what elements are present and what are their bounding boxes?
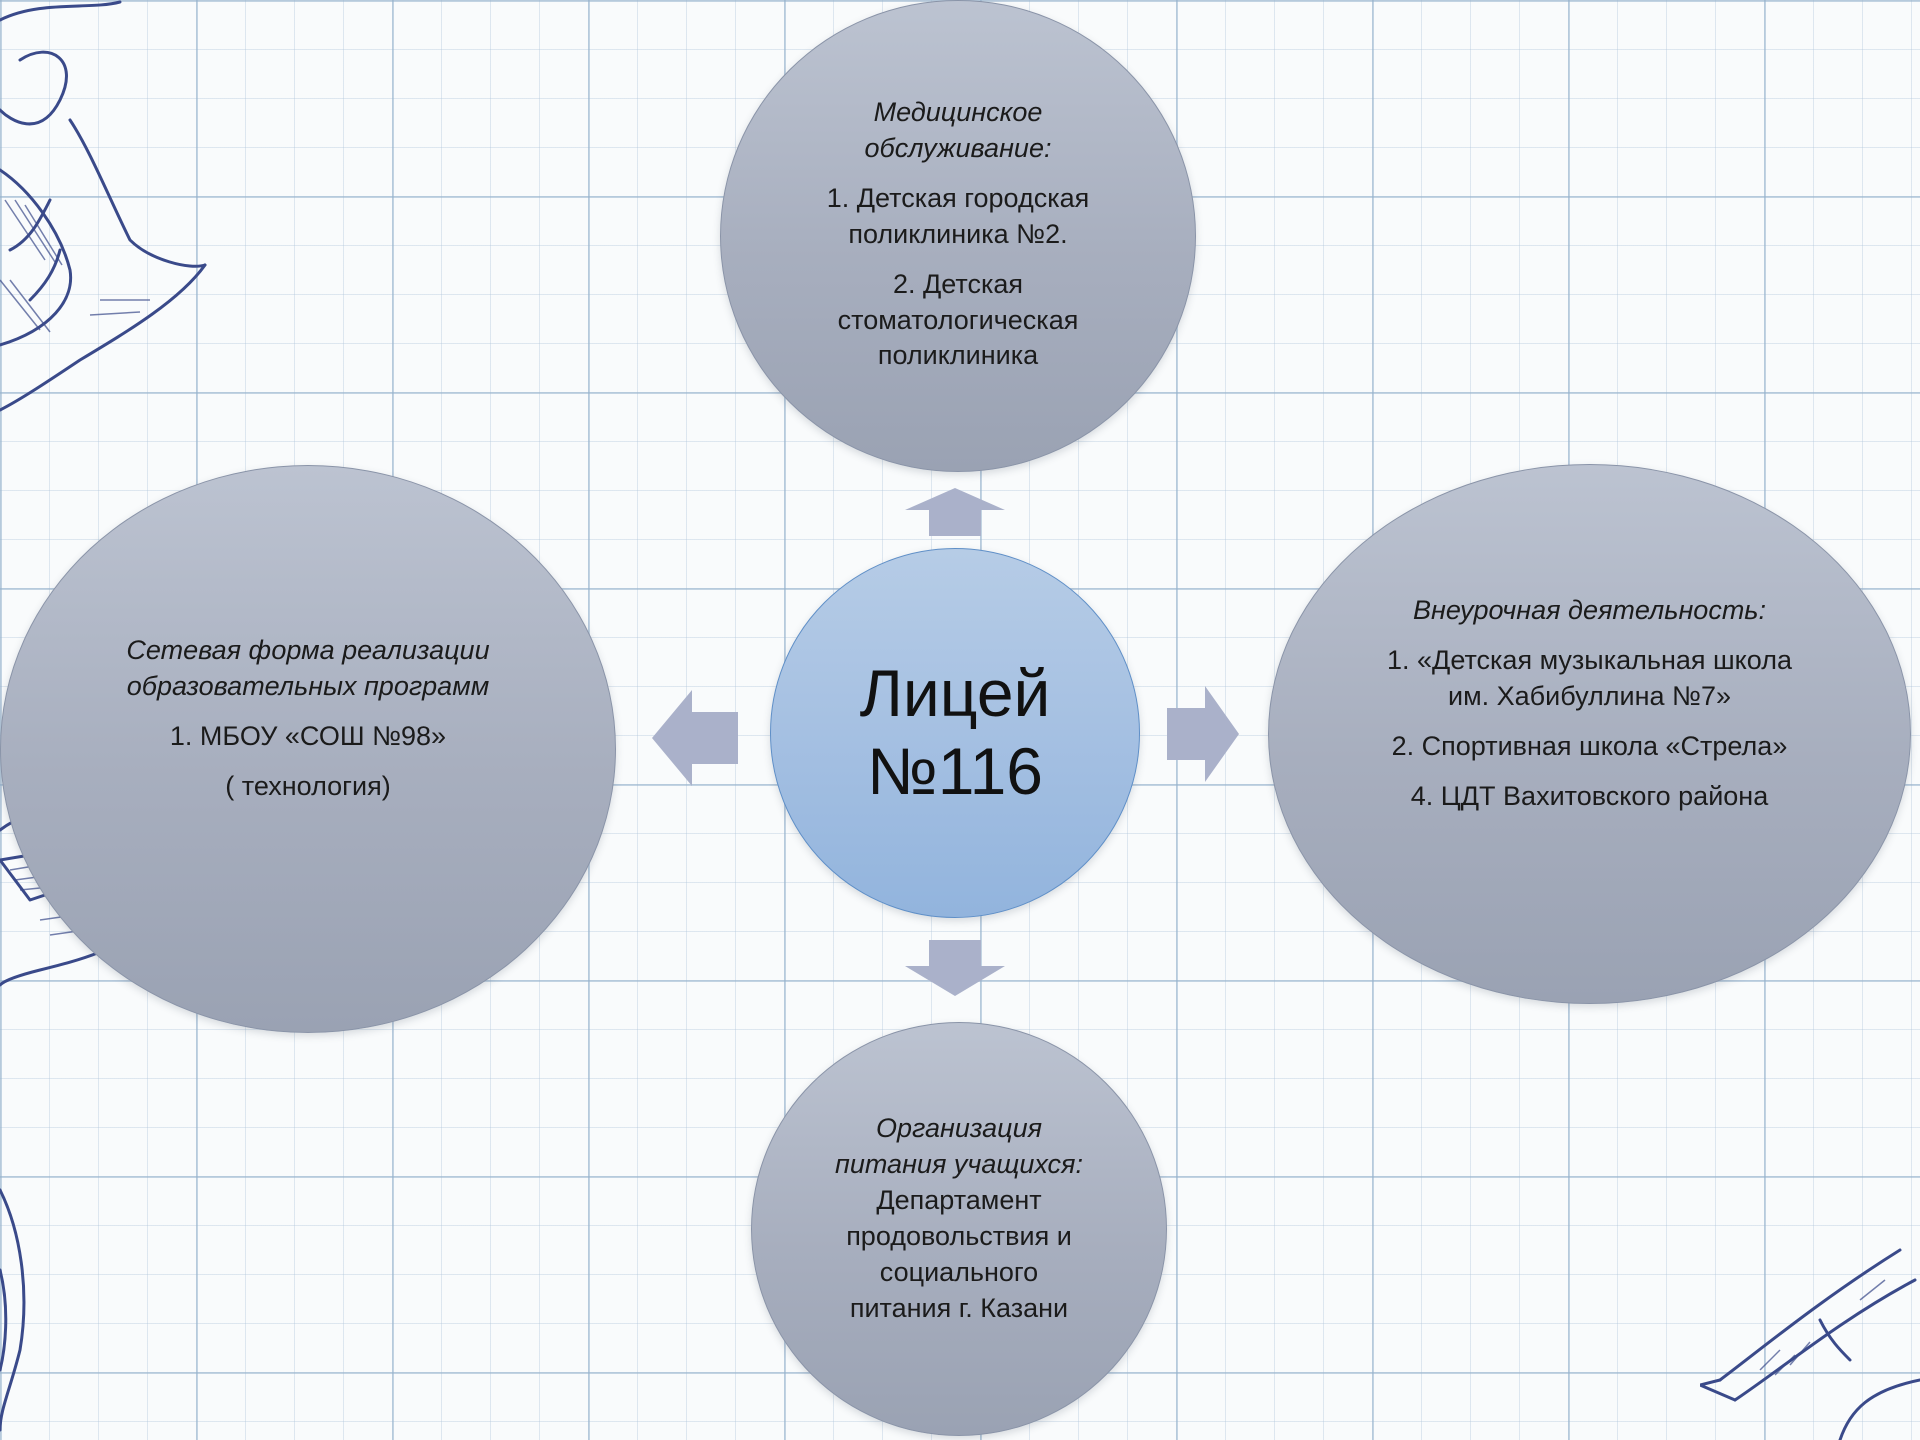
network-item1-note: ( технология) [225,770,391,801]
arrow-right-icon [1167,686,1239,782]
network-heading-line2: образовательных программ [126,671,490,702]
medical-heading-line2: обслуживание: [864,132,1052,163]
center-title-line1: Лицей [859,656,1051,731]
node-medical-service: Медицинское обслуживание: 1. Детская гор… [720,0,1196,472]
food-line4: питания г. Казани [849,1292,1069,1323]
extracurricular-item1-line2: им. Хабибуллина №7» [1447,681,1731,712]
node-food-organization: Организация питания учащихся: Департамен… [751,1022,1167,1436]
medical-item2-line2: стоматологическая [837,304,1079,335]
node-network-education: Сетевая форма реализации образовательных… [0,465,616,1033]
food-heading-line1: Организация [875,1113,1043,1144]
arrow-up-icon [905,488,1005,536]
food-line1: Департамент [876,1185,1042,1216]
food-heading-line2: питания учащихся: [835,1149,1083,1180]
center-title-line2: №116 [866,734,1044,808]
network-item1: 1. МБОУ «СОШ №98» [169,721,447,751]
medical-item2-line3: поликлиника [877,340,1039,371]
extracurricular-heading: Внеурочная деятельность: [1412,595,1767,626]
medical-item1-line1: 1. Детская городская [826,182,1090,213]
food-line2: продовольствия и [846,1221,1072,1251]
extracurricular-item1-line1: 1. «Детская музыкальная школа [1387,645,1792,676]
node-extracurricular-activities: Внеурочная деятельность: 1. «Детская муз… [1268,464,1911,1004]
food-line3: социального [879,1256,1039,1287]
network-heading-line1: Сетевая форма реализации [126,635,490,666]
arrow-down-icon [905,940,1005,996]
extracurricular-item2: 2. Спортивная школа «Стрела» [1391,730,1788,761]
medical-item2-line1: 2. Детская [892,268,1024,299]
pen-sketch-illustration [1700,1248,1920,1440]
extracurricular-item3: 4. ЦДТ Вахитовского района [1410,780,1769,811]
medical-item1-line2: поликлиника №2. [848,218,1068,249]
medical-heading-line1: Медицинское [873,97,1043,127]
center-node-lyceum: Лицей №116 [770,548,1140,918]
arrow-left-icon [652,690,738,786]
pencil-sketch-illustration [0,0,207,412]
